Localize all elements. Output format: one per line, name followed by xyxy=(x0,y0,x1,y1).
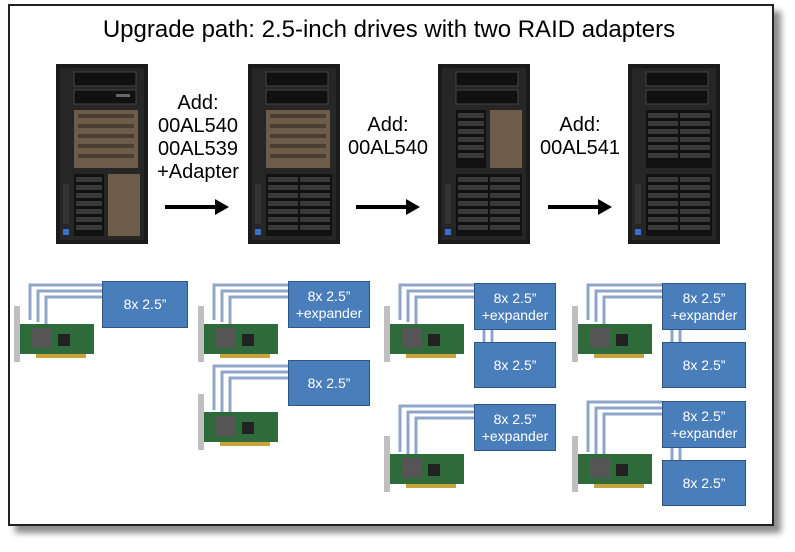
drive-box-expander: 8x 2.5” +expander xyxy=(662,283,746,330)
step-2-line-1: Add: xyxy=(367,114,409,136)
step-3-line-2: 00AL541 xyxy=(539,137,621,159)
step-3-label: Add: 00AL541 xyxy=(532,114,628,160)
step-1-line-2: 00AL540 xyxy=(157,115,239,137)
step-1-line-4: +Adapter xyxy=(157,161,239,183)
step-1-line-3: 00AL539 xyxy=(157,138,239,160)
drive-box-expander: 8x 2.5” +expander xyxy=(474,404,556,451)
drive-box-expander: 8x 2.5” +expander xyxy=(662,401,746,448)
server-stage-4 xyxy=(628,64,720,244)
drive-box: 8x 2.5” xyxy=(662,342,746,388)
step-1-label: Add: 00AL540 00AL539 +Adapter xyxy=(150,92,246,184)
server-stage-3 xyxy=(438,64,530,244)
drive-box: 8x 2.5” xyxy=(662,460,746,506)
arrow-right-icon xyxy=(548,199,612,215)
raid-adapter-col4-2 xyxy=(572,436,654,494)
raid-adapter-col2-1 xyxy=(198,306,280,364)
server-stage-1 xyxy=(56,64,148,244)
raid-adapter-col1-1 xyxy=(14,306,96,364)
step-2-line-2: 00AL540 xyxy=(347,137,429,159)
step-3-line-1: Add: xyxy=(559,114,601,136)
raid-adapter-col4-1 xyxy=(572,306,654,364)
drive-box: 8x 2.5” xyxy=(288,360,370,406)
drive-box-expander: 8x 2.5” +expander xyxy=(474,283,556,330)
raid-adapter-col2-2 xyxy=(198,394,280,452)
arrow-right-icon xyxy=(165,199,229,215)
server-stage-2 xyxy=(248,64,340,244)
raid-adapter-col3-1 xyxy=(384,306,466,364)
drive-box: 8x 2.5” xyxy=(474,342,556,388)
drive-box: 8x 2.5” xyxy=(102,281,188,328)
diagram-title: Upgrade path: 2.5-inch drives with two R… xyxy=(102,16,676,43)
drive-box-expander: 8x 2.5” +expander xyxy=(288,281,370,328)
step-1-line-1: Add: xyxy=(177,92,219,114)
raid-adapter-col3-2 xyxy=(384,436,466,494)
step-2-label: Add: 00AL540 xyxy=(340,114,436,160)
arrow-right-icon xyxy=(356,199,420,215)
